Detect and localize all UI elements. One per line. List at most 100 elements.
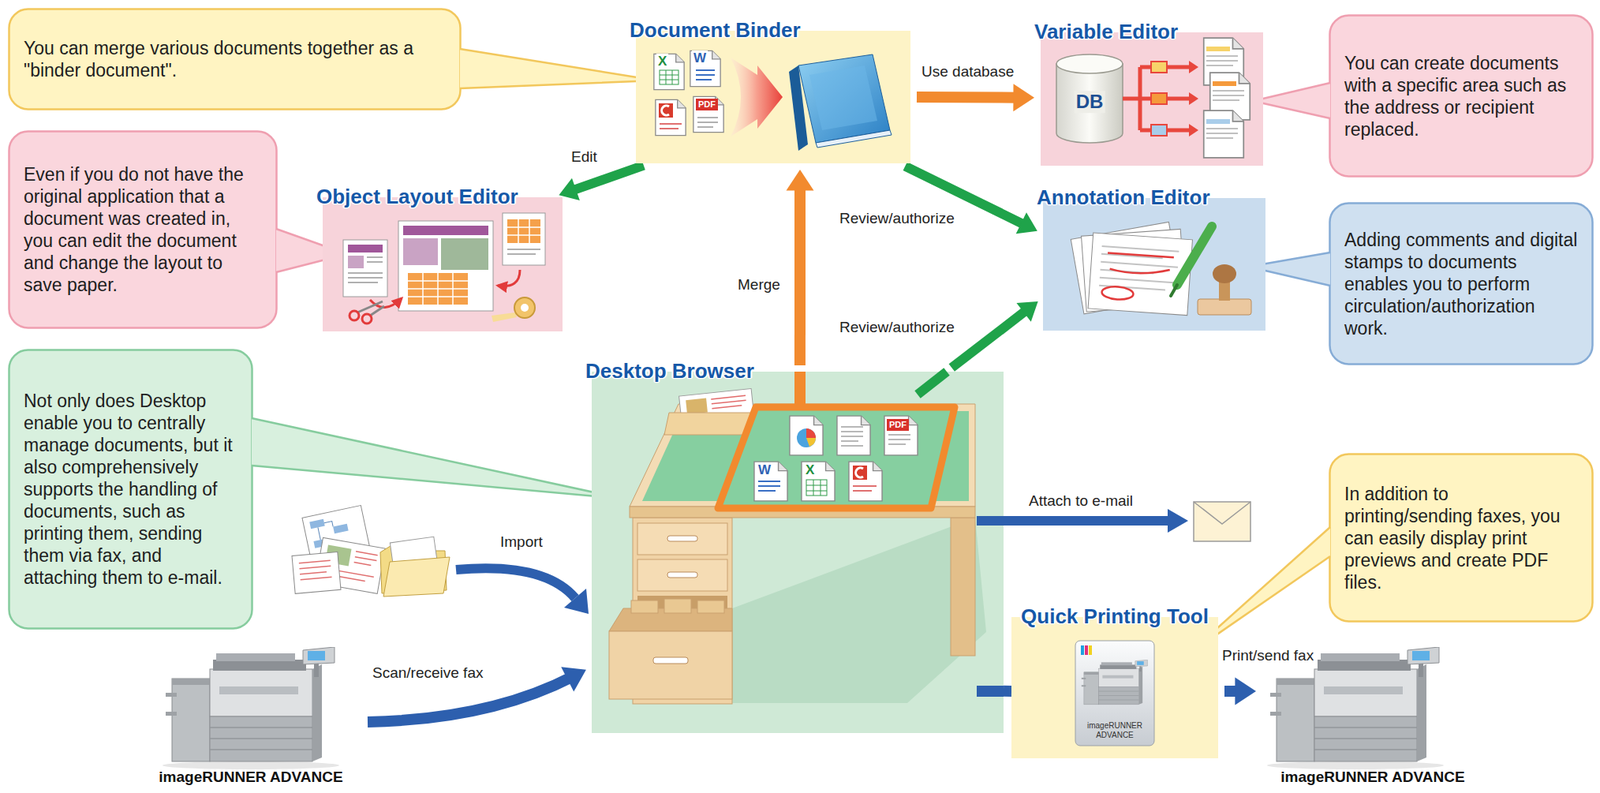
edge-label: Edit <box>569 148 599 166</box>
drawing-part <box>754 461 788 501</box>
drawing-part <box>1188 92 1199 105</box>
drawing-part <box>403 238 438 266</box>
callout-tail <box>459 48 657 89</box>
drawing-part <box>796 428 816 448</box>
connector-arrow <box>785 169 814 366</box>
drawing-part <box>1087 232 1193 316</box>
drawing-part <box>1081 659 1148 705</box>
drawing-part <box>1193 501 1251 542</box>
drawing-part <box>852 485 877 491</box>
drawing-part <box>357 301 385 316</box>
icon-caption: imageRUNNER ADVANCE <box>1078 721 1152 740</box>
device-name: imageRUNNER ADVANCE <box>158 768 343 786</box>
drawing-part <box>806 437 816 447</box>
callout-shape <box>7 130 278 329</box>
drawing-part <box>1188 123 1199 137</box>
component-box: Document Binder <box>635 30 911 164</box>
callout-tail <box>251 418 624 499</box>
icon-letter: W <box>756 462 773 479</box>
drawing-part <box>1080 645 1085 655</box>
drawing-part <box>917 371 947 395</box>
drawing-part <box>1206 119 1230 124</box>
flow-label: Import <box>500 533 543 551</box>
drawing-part <box>309 519 325 530</box>
drawing-part <box>1075 640 1155 746</box>
icon-letter: W <box>691 50 708 67</box>
drawing-part <box>1188 60 1199 74</box>
drawing-part <box>710 395 747 409</box>
arrow-head <box>1234 676 1257 705</box>
drawing-part <box>317 521 336 541</box>
component-box: Object Layout Editor <box>322 197 563 332</box>
drawing-part <box>1151 124 1167 136</box>
component-title: Quick Printing Tool <box>1020 604 1209 629</box>
drawing-part <box>655 99 686 135</box>
drawing-part <box>564 588 589 614</box>
drawing-part <box>403 225 489 236</box>
edge-label: Merge <box>736 276 782 294</box>
annotation-illustration <box>1042 198 1266 331</box>
callout-bubble: Not only does Desktop enable you to cent… <box>7 348 254 630</box>
drawing-part <box>1193 501 1251 524</box>
drawing-part <box>1087 232 1193 316</box>
drawing-part <box>398 220 494 311</box>
drawing-part <box>502 213 546 266</box>
drawing-part <box>347 244 383 253</box>
drawing-part <box>609 631 733 700</box>
component-title: Object Layout Editor <box>316 184 519 209</box>
drawing-part <box>1088 645 1092 655</box>
drawing-part <box>631 600 658 614</box>
drawing-part <box>1084 645 1088 655</box>
drawing-part <box>659 70 679 85</box>
callout-bubble: Even if you do not have the original app… <box>7 130 278 329</box>
drawing-part <box>1206 46 1230 52</box>
drawing-part <box>407 272 468 305</box>
component-box: Desktop Browser <box>591 371 1004 733</box>
drawing-part <box>362 314 372 324</box>
drawing-part <box>654 53 685 90</box>
edge-label: Review/authorize <box>837 209 957 228</box>
drawing-part <box>809 65 878 131</box>
drawing-part <box>1212 81 1237 86</box>
drawing-part <box>456 568 576 599</box>
callout-body <box>9 131 277 329</box>
drawing-part <box>343 239 388 297</box>
callout-bubble: Adding comments and digital stamps to do… <box>1328 201 1594 366</box>
drawing-part <box>1203 110 1245 158</box>
edge-label: Print/send fax <box>1220 646 1316 665</box>
drawing-part <box>758 481 781 491</box>
drawing-part <box>693 96 724 132</box>
drawing-part <box>1177 226 1212 285</box>
printer-illustration <box>1262 646 1484 788</box>
drawing-part <box>661 105 670 116</box>
desk-illustration <box>591 371 1004 733</box>
drawing-part <box>1212 90 1245 101</box>
callout-text: Even if you do not have the original app… <box>23 163 262 296</box>
drawing-part <box>507 219 541 243</box>
drawing-part <box>299 560 333 580</box>
database-label: DB <box>1074 90 1106 113</box>
import-arrow <box>456 568 589 614</box>
drawing-part <box>407 272 468 305</box>
drawing-part <box>852 465 868 480</box>
drawing-part <box>884 415 918 456</box>
drawing-part <box>162 761 340 770</box>
flow-label: Attach to e-mail <box>1028 492 1133 510</box>
connector-arrow <box>1224 676 1257 705</box>
drawing-part <box>806 428 816 438</box>
drawing-part <box>685 398 708 415</box>
callout-text: You can merge various documents together… <box>23 37 446 82</box>
component-title: Document Binder <box>629 18 801 42</box>
drawing-part <box>695 70 715 80</box>
edge-label: Use database <box>919 63 1016 81</box>
connector-line <box>570 165 643 191</box>
callout-body <box>1330 15 1593 177</box>
drawing-part <box>950 517 976 656</box>
layout-illustration <box>322 197 563 332</box>
arrow-head <box>1013 83 1035 112</box>
drawing-part <box>976 685 1004 697</box>
drawing-part <box>848 461 883 501</box>
device-name: imageRUNNER ADVANCE <box>1280 768 1465 786</box>
drawing-part <box>1212 264 1237 284</box>
